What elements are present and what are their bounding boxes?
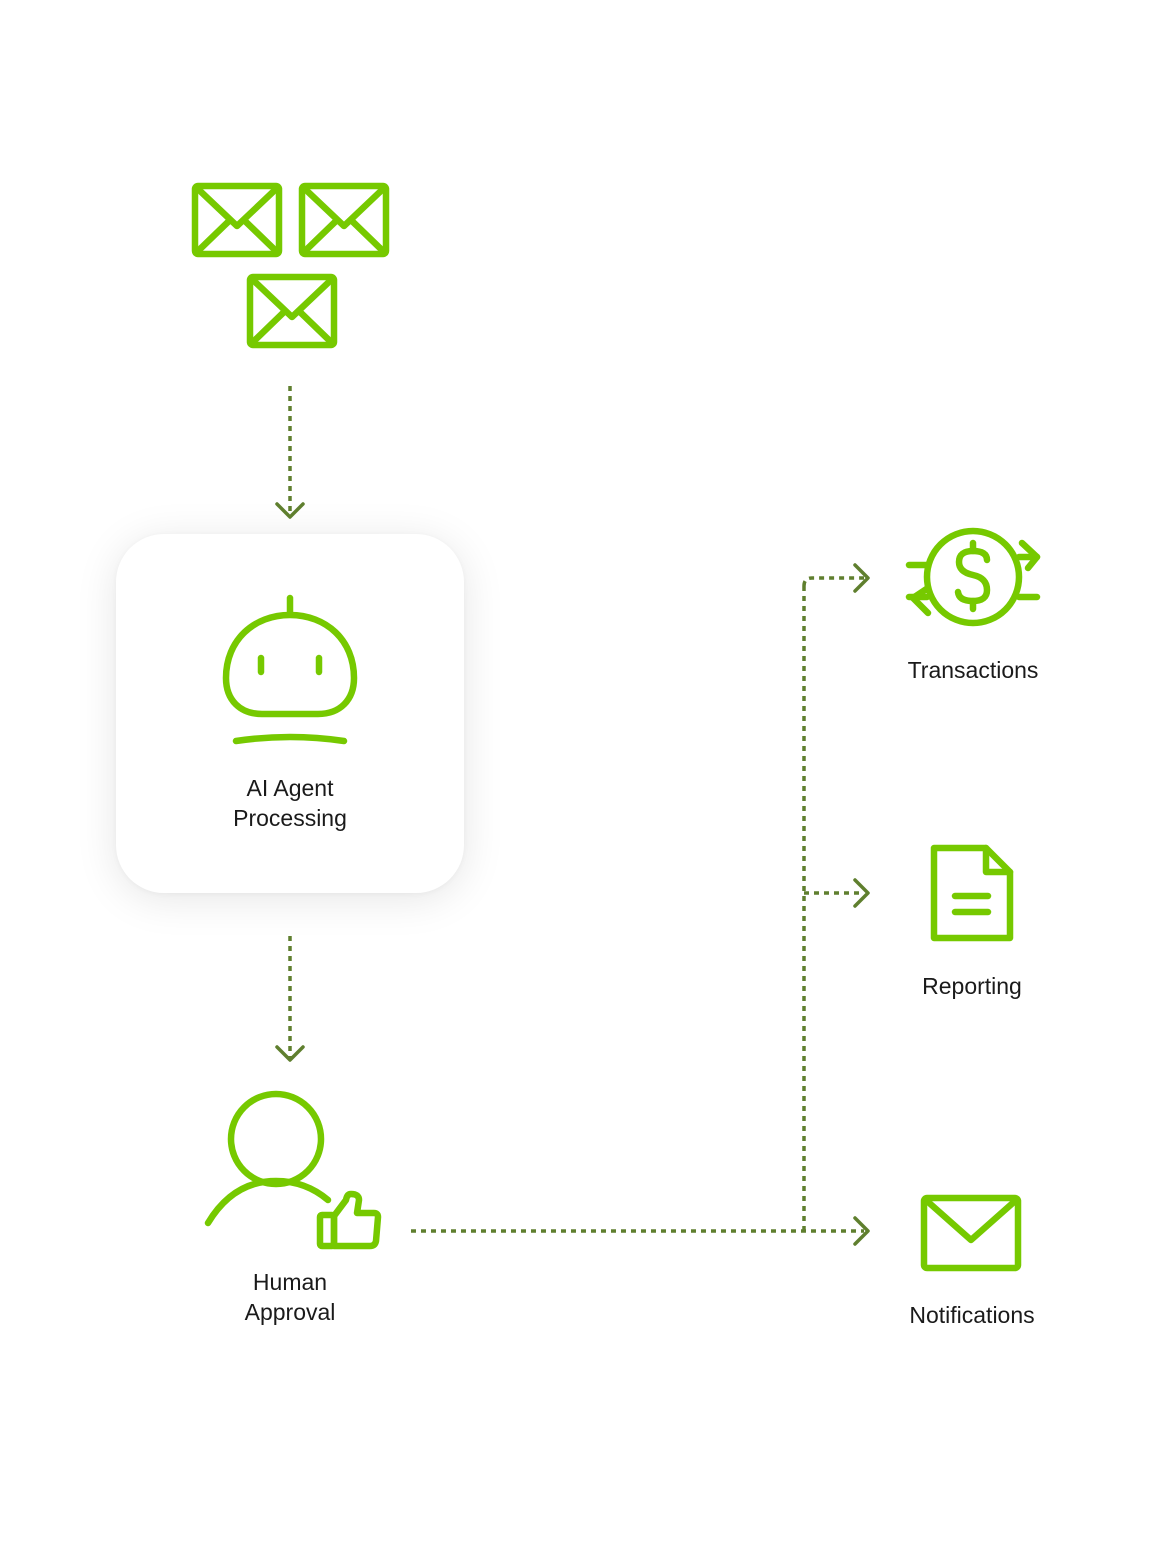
ai-agent-label: AI Agent Processing — [190, 773, 390, 833]
envelope-icon — [298, 182, 390, 258]
envelope-icon — [191, 182, 283, 258]
robot-icon — [222, 594, 358, 745]
envelope-icon — [246, 273, 338, 349]
arrowhead-transactions — [853, 563, 870, 593]
edge-to-transactions — [802, 576, 864, 587]
human-approval-label-line2: Approval — [244, 1299, 336, 1325]
notifications-label: Notifications — [909, 1302, 1035, 1328]
reporting-label: Reporting — [922, 973, 1022, 999]
ai-agent-label-line1: AI Agent — [246, 775, 334, 801]
envelope-icon — [920, 1194, 1022, 1272]
ai-agent-label-line2: Processing — [233, 805, 347, 831]
arrowhead-notifications — [853, 1216, 870, 1246]
arrowhead-reporting — [853, 878, 870, 908]
document-icon — [930, 844, 1014, 942]
person-thumbs-up-icon — [204, 1090, 382, 1250]
arrowhead-agent — [275, 502, 305, 519]
human-approval-label-line1: Human — [252, 1269, 328, 1295]
arrowhead-human — [275, 1045, 305, 1062]
transactions-label: Transactions — [907, 657, 1039, 683]
human-approval-label: Human Approval — [190, 1267, 390, 1327]
dollar-exchange-icon — [905, 527, 1041, 627]
